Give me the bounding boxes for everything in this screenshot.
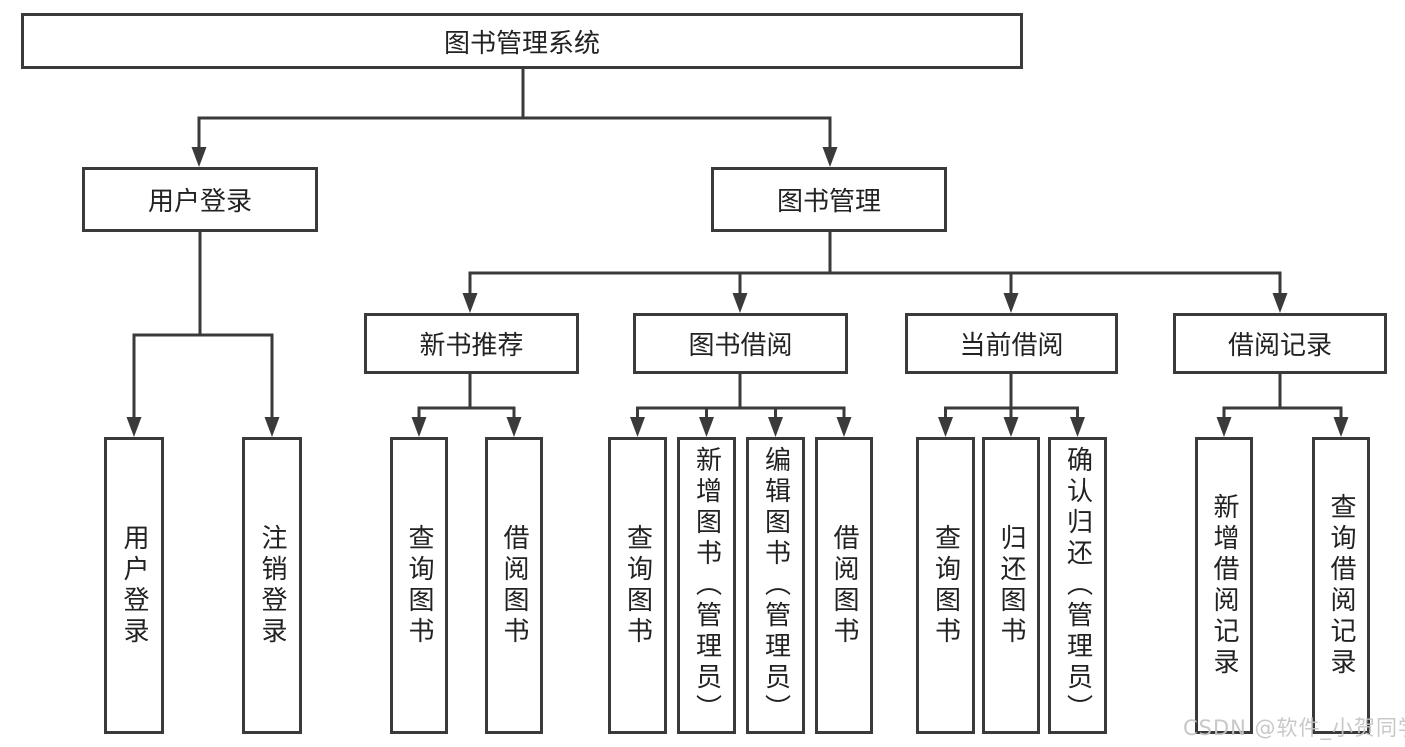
node-add-books-admin: 新增图书（管理员） bbox=[677, 437, 736, 734]
node-new-book-recommendation: 新书推荐 bbox=[364, 313, 579, 374]
node-logout-leaf: 注销登录 bbox=[242, 437, 302, 734]
node-return-books: 归还图书 bbox=[982, 437, 1040, 734]
arrowhead bbox=[191, 147, 207, 167]
node-book-management-branch: 图书管理 bbox=[711, 167, 947, 232]
node-label: 查询借阅记录 bbox=[1326, 492, 1356, 679]
arrowhead bbox=[822, 147, 838, 167]
node-label: 查询图书 bbox=[622, 523, 653, 648]
node-edit-books-admin: 编辑图书（管理员） bbox=[746, 437, 805, 734]
arrowhead bbox=[1216, 417, 1232, 437]
arrowhead bbox=[1333, 417, 1349, 437]
arrowheads bbox=[126, 147, 1349, 437]
node-label: 查询图书 bbox=[930, 523, 961, 648]
node-label: 新增图书（管理员） bbox=[691, 446, 722, 725]
node-label: 新增借阅记录 bbox=[1209, 492, 1239, 679]
arrowhead bbox=[1003, 417, 1019, 437]
arrowhead bbox=[836, 417, 852, 437]
arrowhead bbox=[732, 293, 748, 313]
arrowhead bbox=[411, 417, 427, 437]
arrowhead bbox=[264, 417, 280, 437]
node-label: 确认归还（管理员） bbox=[1062, 446, 1093, 725]
connector-path bbox=[132, 67, 1343, 423]
csdn-watermark: CSDN @软件_小贺同学 bbox=[1183, 716, 1405, 740]
node-borrow-books-recommend: 借阅图书 bbox=[485, 437, 543, 734]
arrowhead bbox=[1070, 417, 1085, 437]
node-borrow-books: 借阅图书 bbox=[815, 437, 873, 734]
node-user-login-branch: 用户登录 bbox=[82, 167, 318, 232]
node-library-management-system: 图书管理系统 bbox=[21, 13, 1023, 69]
node-label: 注销登录 bbox=[257, 523, 287, 648]
arrowhead bbox=[506, 417, 522, 437]
arrowhead bbox=[699, 417, 714, 437]
arrowhead bbox=[1272, 293, 1288, 313]
node-query-borrow-record: 查询借阅记录 bbox=[1312, 437, 1370, 734]
node-label: 用户登录 bbox=[119, 523, 149, 648]
node-label: 查询图书 bbox=[404, 523, 434, 648]
node-add-borrow-record: 新增借阅记录 bbox=[1195, 437, 1253, 734]
node-query-books-borrowing: 查询图书 bbox=[608, 437, 667, 734]
node-label: 借阅图书 bbox=[499, 523, 529, 648]
arrowhead bbox=[938, 417, 953, 437]
node-label: 借阅图书 bbox=[829, 523, 859, 648]
arrowhead bbox=[462, 293, 478, 313]
arrowhead bbox=[1003, 293, 1019, 313]
arrowhead bbox=[126, 417, 142, 437]
node-query-books-current: 查询图书 bbox=[916, 437, 975, 734]
node-query-books-recommend: 查询图书 bbox=[390, 437, 448, 734]
node-label: 归还图书 bbox=[996, 523, 1026, 648]
arrowhead bbox=[630, 417, 645, 437]
node-label: 编辑图书（管理员） bbox=[760, 446, 791, 725]
node-book-borrowing: 图书借阅 bbox=[633, 313, 848, 374]
arrowhead bbox=[768, 417, 783, 437]
node-borrowing-records: 借阅记录 bbox=[1173, 313, 1387, 374]
node-current-borrowing: 当前借阅 bbox=[905, 313, 1118, 374]
node-user-login-leaf: 用户登录 bbox=[104, 437, 164, 734]
node-confirm-return-admin: 确认归还（管理员） bbox=[1048, 437, 1107, 734]
